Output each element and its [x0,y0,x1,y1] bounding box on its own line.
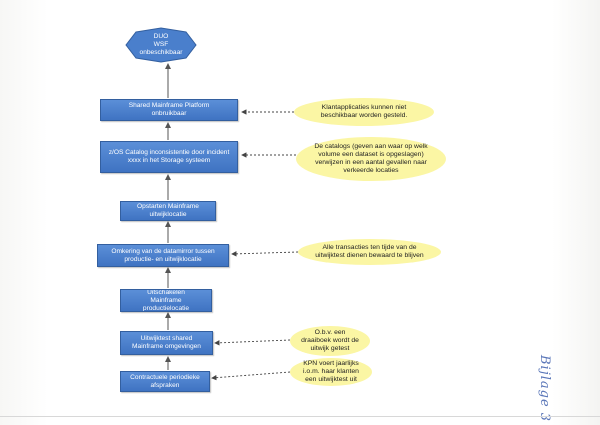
note-transacties: Alle transacties ten tijde van de uitwij… [298,239,441,265]
box-opstarten-mainframe: Opstarten Mainframe uitwijklocatie [120,201,216,221]
box-contractuele-afspraken: Contractuele periodieke afspraken [120,371,210,392]
note-kpn-uitwijktest: KPN voert jaarlijks i.o.m. haar klanten … [290,358,372,386]
box-uitwijktest-shared: Uitwijktest shared Mainframe omgevingen [120,331,213,355]
note-draaiboek: O.b.v. een draaiboek wordt de uitwijk ge… [290,326,370,356]
handwritten-annotation: Bijlage 3 [537,355,552,423]
dashed-arrow-note4 [214,339,291,346]
box-uitschakelen-mainframe: Uitschakelen Mainframe productielocatie [120,289,212,312]
note-catalogs: De catalogs (geven aan waar op welk volu… [296,137,446,181]
top-node-shape [125,27,197,63]
box-zos-catalog: z/OS Catalog inconsistentie door inciden… [100,141,238,173]
top-node-label: DUO WSF onbeschikbaar [139,33,183,56]
dashed-arrow-note5 [211,371,291,381]
box-shared-mainframe-platform: Shared Mainframe Platform onbruikbaar [100,99,238,121]
page-edge-line [0,416,600,417]
dashed-arrow-note3 [231,251,299,257]
note-klantapplicaties: Klantapplicaties kunnen niet beschikbaar… [294,98,434,126]
box-omkering-datamirror: Omkering van de datamirror tussen produc… [97,244,229,267]
